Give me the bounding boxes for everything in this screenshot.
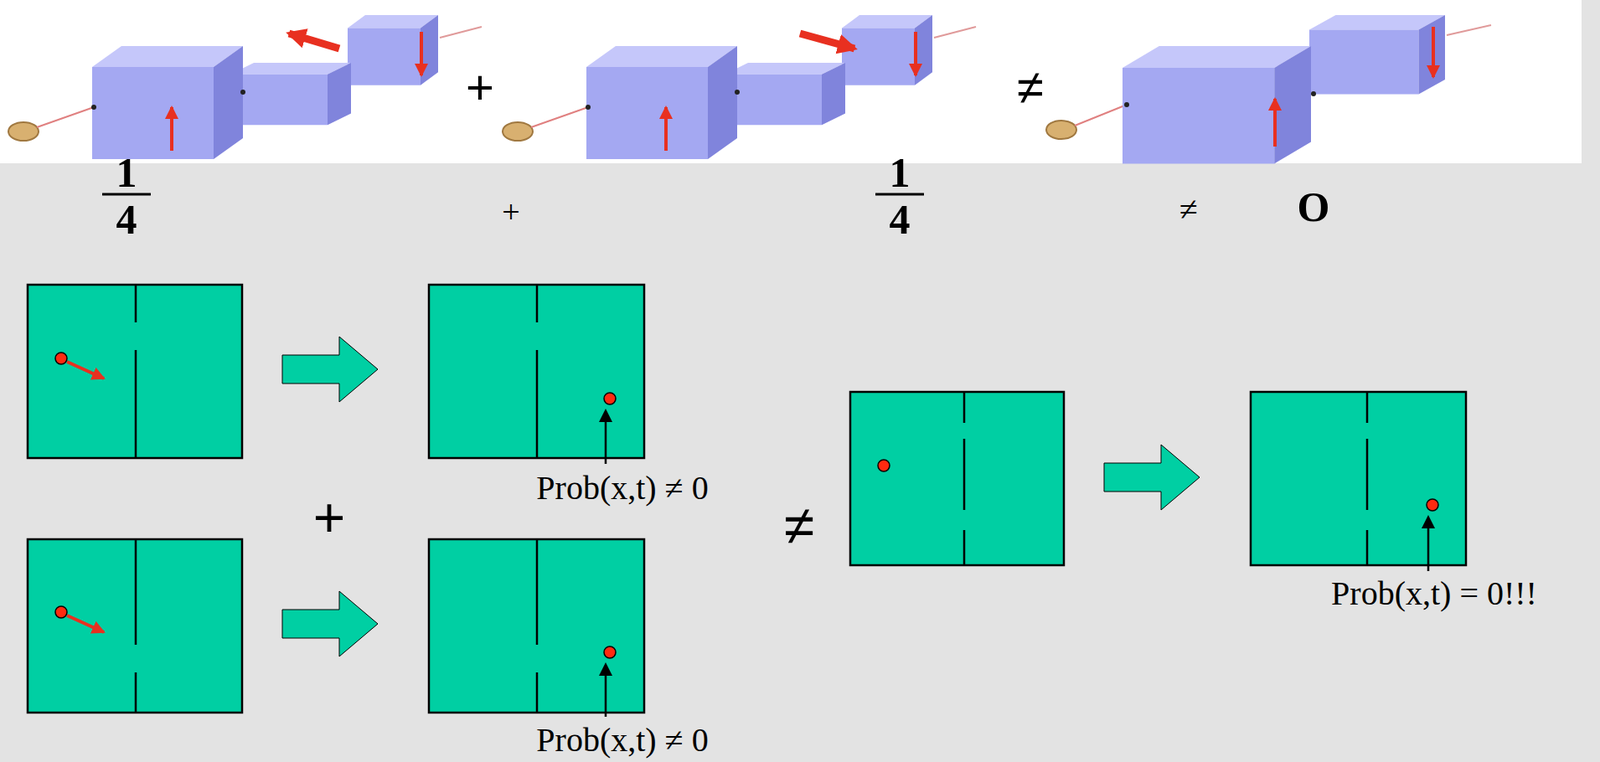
plus-sign: + [465,62,495,112]
particle-dot [55,352,1439,659]
plus-sign: + [501,196,520,228]
stern-gerlach-apparatus [1046,15,1492,164]
zero-value: O [1297,185,1331,228]
slit-wall [135,284,1368,713]
fraction-numerator: 1 [116,151,138,194]
probability-label: Prob(x,t) = 0!!! [1331,577,1538,611]
not-equal-sign: ≠ [1179,192,1198,227]
fraction-denominator: 4 [116,198,138,241]
fraction-denominator: 4 [889,198,911,241]
probability-label: Prob(x,t) ≠ 0 [536,723,708,758]
probability-label: Prob(x,t) ≠ 0 [536,471,708,506]
plus-sign: + [313,490,346,546]
double-slit-boxes [27,284,1466,713]
stern-gerlach-apparatus [502,15,976,160]
fraction-numerator: 1 [889,151,911,194]
not-equal-sign: ≠ [784,497,815,553]
photo-strip [0,0,1582,164]
motion-arrow [67,361,104,633]
evolution-arrow [282,336,1200,657]
leader-arrow [605,412,1429,718]
not-equal-sign: ≠ [1016,62,1044,112]
stern-gerlach-apparatus [8,15,482,160]
